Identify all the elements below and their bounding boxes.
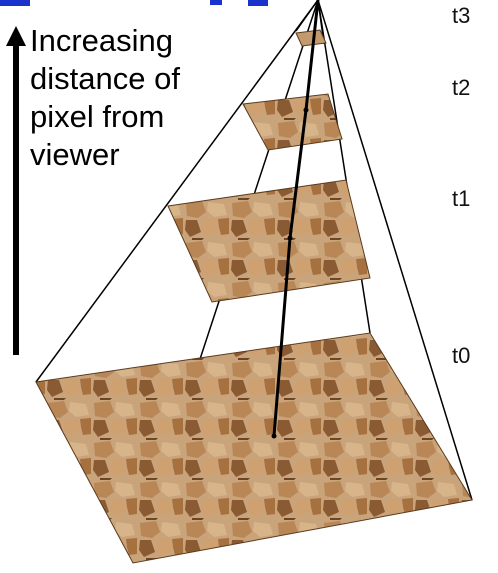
texture-level-t1 (167, 179, 371, 303)
texture-level-t3 (295, 29, 327, 47)
caption-line: pixel from (30, 99, 165, 134)
sample-point-t0 (271, 433, 277, 439)
caption-line: viewer (30, 137, 120, 172)
level-label-t3: t3 (452, 3, 471, 28)
level-label-t1: t1 (452, 186, 471, 211)
caption-line: Increasing (30, 23, 174, 58)
texture-level-t0 (35, 332, 473, 564)
sample-ray (272, 0, 320, 437)
distance-arrow (6, 26, 26, 355)
cropped-title-fragment (0, 0, 268, 6)
level-label-t0: t0 (452, 343, 471, 368)
axis-caption: Increasing distance of pixel from viewer (30, 22, 220, 174)
sample-point-t1 (287, 235, 293, 241)
caption-line: distance of (30, 61, 180, 96)
level-label-t2: t2 (452, 75, 471, 100)
texture-level-t2 (242, 93, 343, 151)
sample-point-t2 (303, 107, 309, 113)
